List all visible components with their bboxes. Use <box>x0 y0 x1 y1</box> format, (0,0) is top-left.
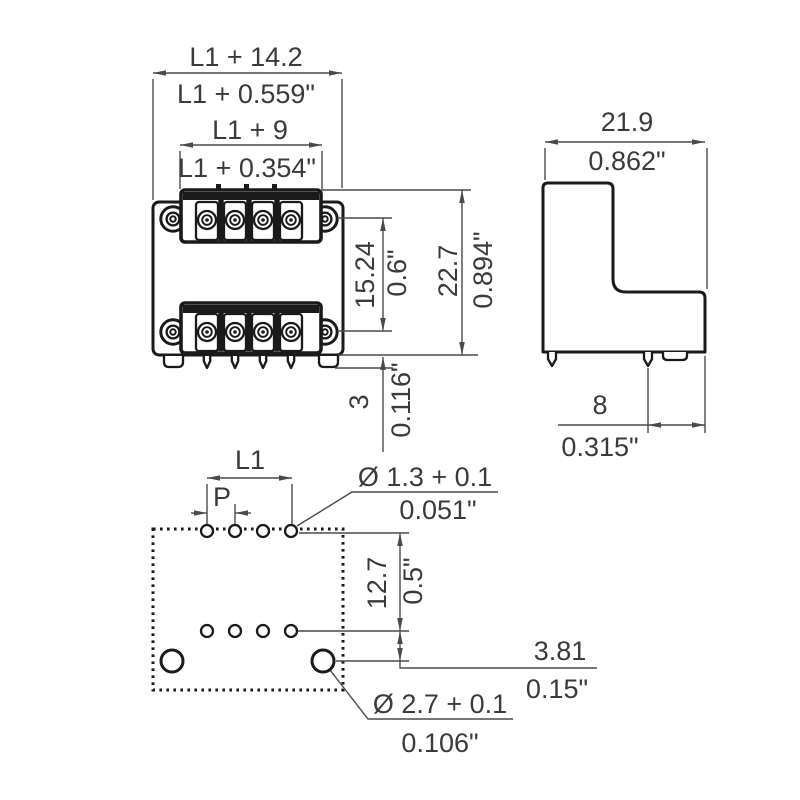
dim-hole-span: L1 <box>206 445 293 524</box>
large-hole-dia-mm: Ø 2.7 + 0.1 <box>373 689 507 719</box>
locating-peg-side <box>661 352 689 362</box>
screw-terminal <box>196 321 218 343</box>
small-hole-dia-mm: Ø 1.3 + 0.1 <box>358 462 492 492</box>
side-profile-outline <box>541 181 707 354</box>
solder-pin-side <box>642 352 654 368</box>
dim-depth-mm: 21.9 <box>601 107 654 137</box>
callout-large-hole: Ø 2.7 + 0.1 0.106" <box>329 669 513 758</box>
small-drill-hole <box>199 623 215 639</box>
dim-large-hole-offset-mm: 3.81 <box>534 636 587 666</box>
dim-large-hole-offset-in: 0.15" <box>526 674 588 704</box>
dim-height: 22.7 0.894" <box>321 189 498 356</box>
dim-row-pitch: 15.24 0.6" <box>339 217 412 332</box>
terminal-row-top <box>179 184 323 244</box>
large-drill-hole <box>159 648 185 674</box>
plastic-foot-left <box>162 356 185 369</box>
dim-outer-width: L1 + 14.2 L1 + 0.559" <box>152 42 343 200</box>
dim-pin-to-edge-in: 0.315" <box>561 432 638 462</box>
dim-pin-to-edge: 8 0.315" <box>558 356 706 462</box>
dim-height-in: 0.894" <box>468 231 498 308</box>
plastic-foot-right <box>317 356 340 369</box>
dim-row-pitch-mm: 15.24 <box>350 241 380 309</box>
large-hole-dia-in: 0.106" <box>401 728 478 758</box>
dim-pin-to-edge-mm: 8 <box>592 390 607 420</box>
dim-inner-width: L1 + 9 L1 + 0.354" <box>178 115 323 189</box>
dim-height-mm: 22.7 <box>433 245 463 298</box>
dim-pin-length-in: 0.116" <box>386 362 416 437</box>
screw-terminal <box>280 209 302 231</box>
screw-terminal <box>280 321 302 343</box>
drilling-plan: L1 P 12.7 0.5" 3.81 0.15" Ø 1. <box>151 445 597 758</box>
dim-depth: 21.9 0.862" <box>544 107 708 289</box>
small-hole-dia-in: 0.051" <box>399 495 476 525</box>
small-drill-hole <box>255 623 271 639</box>
dim-inner-width-in: L1 + 0.354" <box>178 153 316 183</box>
dim-row-distance-mm: 12.7 <box>362 557 392 610</box>
screw-terminal <box>224 209 246 231</box>
solder-pins-front <box>162 354 340 370</box>
side-view: 21.9 0.862" 8 0.315" <box>541 107 708 462</box>
dim-large-hole-offset: 3.81 0.15" <box>336 631 597 704</box>
dim-row-distance: 12.7 0.5" <box>298 532 428 632</box>
dim-pin-length: 3 0.116" <box>335 357 416 452</box>
callout-small-hole: Ø 1.3 + 0.1 0.051" <box>296 462 498 527</box>
small-drill-hole <box>227 523 243 539</box>
dim-row-distance-in: 0.5" <box>398 557 428 604</box>
dim-pitch: P <box>191 482 251 524</box>
dim-pitch-label: P <box>213 482 231 512</box>
dim-inner-width-mm: L1 + 9 <box>212 115 288 145</box>
small-drill-hole <box>283 523 299 539</box>
dim-outer-width-mm: L1 + 14.2 <box>189 42 302 72</box>
dim-hole-span-label: L1 <box>235 445 265 475</box>
screw-terminal <box>196 209 218 231</box>
screw-terminal <box>224 321 246 343</box>
screw-terminal <box>252 209 274 231</box>
dim-depth-in: 0.862" <box>588 146 665 176</box>
small-drill-hole <box>283 623 299 639</box>
small-drill-hole <box>255 523 271 539</box>
small-drill-hole <box>227 623 243 639</box>
dim-pin-length-mm: 3 <box>344 394 374 409</box>
screw-terminal <box>252 321 274 343</box>
dim-row-pitch-in: 0.6" <box>382 249 412 296</box>
solder-pin-side <box>546 352 558 368</box>
small-drill-hole <box>199 523 215 539</box>
front-view: L1 + 14.2 L1 + 0.559" L1 + 9 L1 + 0.354"… <box>151 42 498 452</box>
terminal-row-bottom <box>179 301 323 355</box>
large-drill-hole <box>310 648 336 674</box>
dim-outer-width-in: L1 + 0.559" <box>177 79 315 109</box>
